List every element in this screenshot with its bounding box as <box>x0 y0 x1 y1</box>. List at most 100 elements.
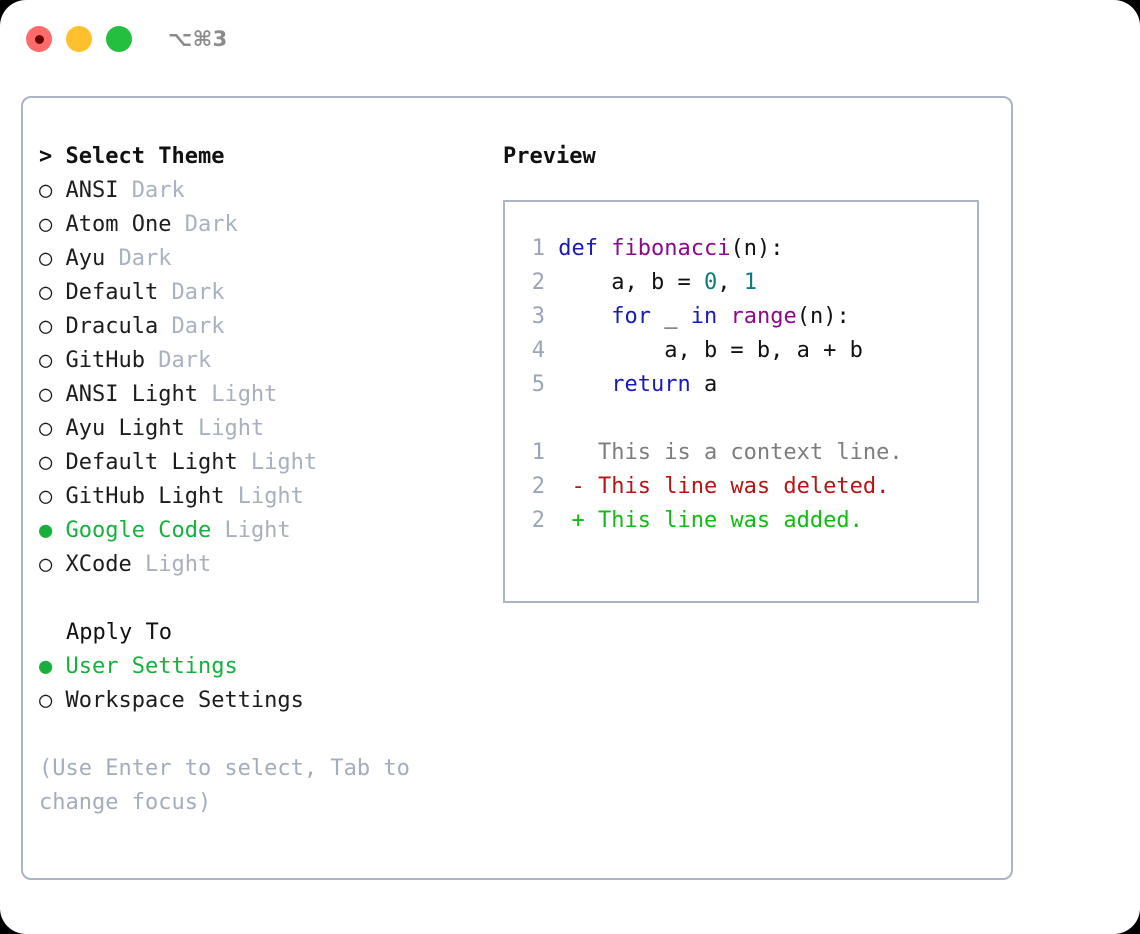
theme-option-github-light[interactable]: ○ GitHub Light Light <box>39 480 488 514</box>
code-line: 2 a, b = 0, 1 <box>519 266 977 300</box>
code-line: 5 return a <box>519 368 977 402</box>
code-token <box>717 304 730 329</box>
theme-variant-badge: Light <box>211 518 291 543</box>
radio-unselected-icon: ○ <box>39 212 66 237</box>
theme-option-label: GitHub Light <box>65 484 225 509</box>
theme-option-xcode[interactable]: ○ XCode Light <box>39 548 488 582</box>
keyboard-hint: (Use Enter to select, Tab to change focu… <box>39 756 424 815</box>
theme-variant-badge: Dark <box>144 348 212 373</box>
theme-option-label: Google Code <box>65 518 212 543</box>
code-token: a <box>690 372 718 397</box>
theme-variant-badge: Dark <box>158 280 225 305</box>
line-number: 4 <box>531 338 545 363</box>
maximize-button-icon[interactable] <box>106 26 132 52</box>
code-token: (n): <box>796 304 850 329</box>
theme-option-label: Ayu <box>65 246 106 271</box>
record-indicator-icon <box>34 34 44 44</box>
keyboard-shortcut-label: ⌥⌘3 <box>168 27 228 51</box>
code-line: 3 for _ in range(n): <box>519 300 977 334</box>
code-token: a, b = <box>558 270 704 295</box>
theme-option-github[interactable]: ○ GitHub Dark <box>39 344 488 378</box>
apply-to-option-workspace-settings[interactable]: ○ Workspace Settings <box>39 684 488 718</box>
theme-option-label: Atom One <box>65 212 172 237</box>
code-token: a, b = b, a + b <box>558 338 863 363</box>
code-token: range <box>730 304 797 329</box>
theme-option-default[interactable]: ○ Default Dark <box>39 276 488 310</box>
theme-option-default-light[interactable]: ○ Default Light Light <box>39 446 488 480</box>
spacer <box>39 582 488 616</box>
theme-variant-badge: Dark <box>171 212 238 237</box>
theme-option-ayu-light[interactable]: ○ Ayu Light Light <box>39 412 488 446</box>
radio-unselected-icon: ○ <box>39 348 66 373</box>
apply-to-option-label: Workspace Settings <box>65 688 304 713</box>
theme-option-label: Ayu Light <box>65 416 185 441</box>
apply-to-option-label: User Settings <box>65 654 238 679</box>
radio-unselected-icon: ○ <box>39 416 66 441</box>
gutter-space <box>545 270 558 295</box>
radio-unselected-icon: ○ <box>39 280 66 305</box>
diff-sample: 1 This is a context line.2 - This line w… <box>519 436 977 538</box>
radio-unselected-icon: ○ <box>39 246 66 271</box>
line-number: 1 <box>531 236 545 261</box>
diff-line: 1 This is a context line. <box>519 436 977 470</box>
line-number: 2 <box>531 270 545 295</box>
code-line: 1 def fibonacci(n): <box>519 232 977 266</box>
radio-selected-icon: ● <box>39 654 66 679</box>
code-token: def <box>558 236 598 261</box>
radio-unselected-icon: ○ <box>39 450 66 475</box>
apply-to-header: Apply To <box>66 620 172 645</box>
radio-unselected-icon: ○ <box>39 314 66 339</box>
line-number: 3 <box>531 304 545 329</box>
select-theme-title: Select Theme <box>65 144 225 169</box>
radio-selected-icon: ● <box>39 518 66 543</box>
code-token: _ <box>650 304 691 329</box>
theme-variant-badge: Light <box>237 450 318 475</box>
theme-variant-badge: Light <box>224 484 304 509</box>
gutter-space <box>545 304 558 329</box>
radio-unselected-icon: ○ <box>39 178 66 203</box>
code-token: (n): <box>730 236 784 261</box>
theme-option-dracula[interactable]: ○ Dracula Dark <box>39 310 488 344</box>
code-token: 0 <box>703 270 718 295</box>
radio-unselected-icon: ○ <box>39 484 66 509</box>
theme-option-label: ANSI <box>65 178 119 203</box>
dialog-panel: > Select Theme ○ ANSI Dark○ Atom One Dar… <box>21 96 1013 880</box>
theme-list: ○ ANSI Dark○ Atom One Dark○ Ayu Dark○ De… <box>39 174 488 582</box>
theme-option-google-code[interactable]: ● Google Code Light <box>39 514 488 548</box>
theme-option-atom-one[interactable]: ○ Atom One Dark <box>39 208 488 242</box>
diff-text: + This line was added. <box>545 508 863 533</box>
theme-variant-badge: Dark <box>158 314 225 339</box>
preview-column: Preview 1 def fibonacci(n):2 a, b = 0, 1… <box>488 140 1011 820</box>
theme-option-label: ANSI Light <box>65 382 198 407</box>
theme-variant-badge: Light <box>184 416 265 441</box>
prompt-caret-icon: > <box>39 144 66 169</box>
code-token <box>598 236 611 261</box>
preview-title: Preview <box>503 144 596 169</box>
radio-unselected-icon: ○ <box>39 552 66 577</box>
titlebar: ⌥⌘3 <box>0 0 1140 78</box>
code-token <box>558 372 611 397</box>
minimize-button-icon[interactable] <box>66 26 92 52</box>
apply-to-list: ● User Settings○ Workspace Settings <box>39 650 488 718</box>
code-token: fibonacci <box>611 236 731 261</box>
close-button-icon[interactable] <box>26 26 52 52</box>
window-controls <box>26 26 132 52</box>
theme-variant-badge: Light <box>131 552 212 577</box>
select-theme-header: > Select Theme <box>39 140 488 174</box>
spacer <box>519 402 977 436</box>
diff-line: 2 - This line was deleted. <box>519 470 977 504</box>
theme-option-ansi-light[interactable]: ○ ANSI Light Light <box>39 378 488 412</box>
theme-option-ayu[interactable]: ○ Ayu Dark <box>39 242 488 276</box>
theme-variant-badge: Dark <box>118 178 185 203</box>
gutter-space <box>545 372 558 397</box>
code-token: 1 <box>743 270 757 295</box>
gutter-space <box>545 338 558 363</box>
diff-text: - This line was deleted. <box>545 474 890 499</box>
radio-unselected-icon: ○ <box>39 688 66 713</box>
line-number: 5 <box>531 372 545 397</box>
line-number: 1 <box>531 440 545 465</box>
theme-option-ansi[interactable]: ○ ANSI Dark <box>39 174 488 208</box>
apply-to-option-user-settings[interactable]: ● User Settings <box>39 650 488 684</box>
